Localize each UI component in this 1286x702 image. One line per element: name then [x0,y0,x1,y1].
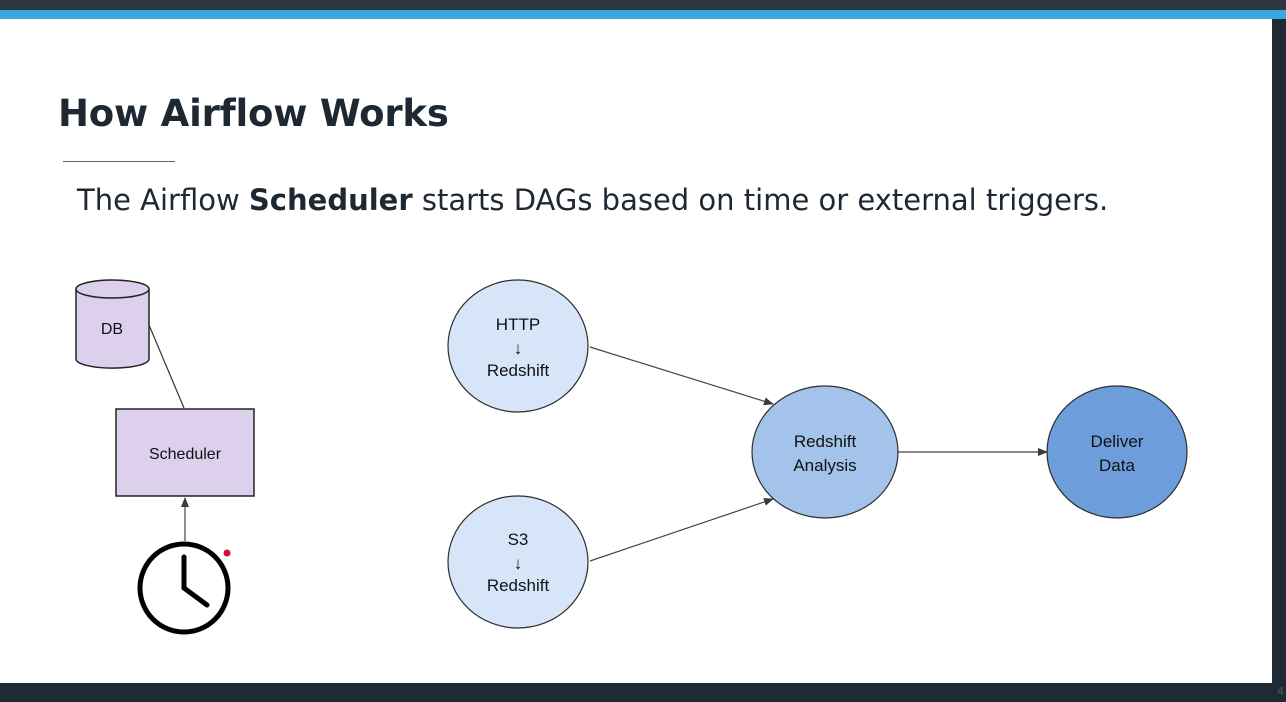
title-underline [63,161,175,162]
subtitle-bold: Scheduler [248,183,413,217]
db-label: DB [101,321,123,338]
accent-strip [0,10,1286,19]
node-http-line2: Redshift [487,361,550,380]
bottom-frame [0,683,1286,702]
page-number: 4 [1277,685,1284,698]
slide-subtitle: The Airflow Scheduler starts DAGs based … [77,183,1108,217]
node-deliver-data: Deliver Data [1046,385,1188,519]
node-s3-arrow: ↓ [514,554,523,573]
cursor-dot [223,549,231,557]
node-deliver-line1: Deliver [1091,432,1144,451]
subtitle-post: starts DAGs based on time or external tr… [412,183,1109,217]
edge-http-analysis [589,346,774,406]
node-s3-line2: Redshift [487,576,550,595]
node-http-arrow: ↓ [514,339,523,358]
db-scheduler-link [148,324,185,409]
right-frame [1272,19,1286,702]
node-deliver-line2: Data [1099,456,1135,475]
node-analysis-line1: Redshift [794,432,857,451]
node-http-line1: HTTP [496,315,540,334]
node-analysis-line2: Analysis [793,456,856,475]
node-http-redshift: HTTP ↓ Redshift [447,279,589,413]
node-s3-redshift: S3 ↓ Redshift [447,495,589,629]
slide-title: How Airflow Works [58,92,449,135]
edge-s3-analysis [589,498,774,562]
clock-icon [137,541,231,635]
db-cylinder: DB [75,279,150,369]
scheduler-box: Scheduler [115,408,255,497]
node-redshift-analysis: Redshift Analysis [751,385,899,519]
subtitle-pre: The Airflow [77,183,249,217]
node-s3-line1: S3 [508,530,529,549]
scheduler-label: Scheduler [149,446,222,463]
